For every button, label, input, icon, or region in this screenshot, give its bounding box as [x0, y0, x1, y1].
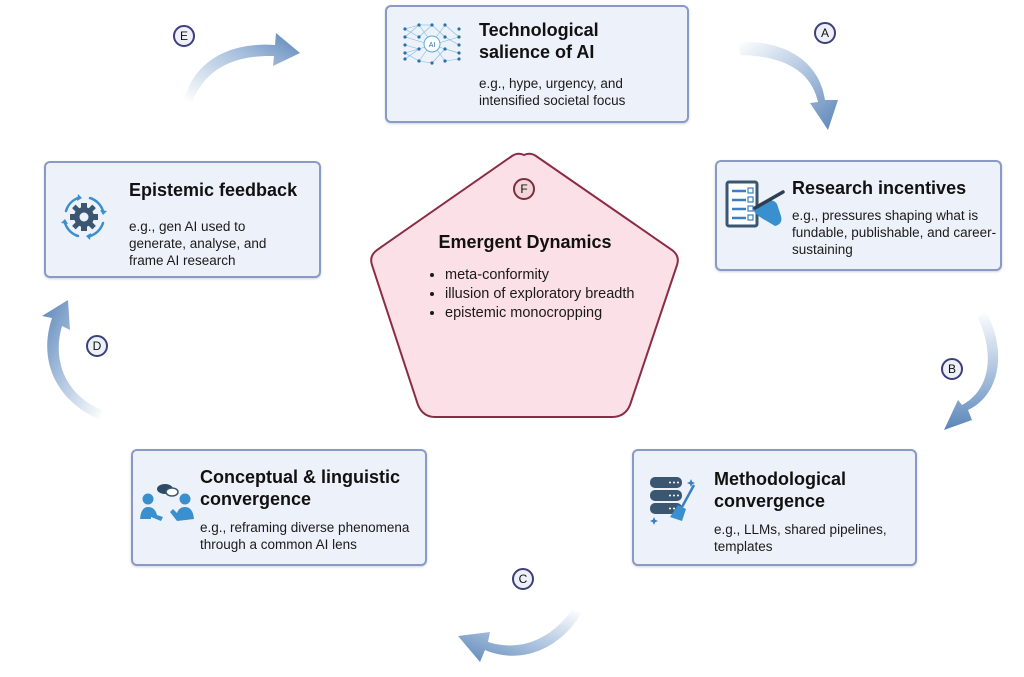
node-description: e.g., reframing diverse phenomena throug…: [200, 519, 409, 553]
desc-line: e.g., gen AI used to: [129, 219, 246, 234]
emergent-dynamics-title: Emergent Dynamics: [438, 232, 612, 252]
badge-a: A: [814, 22, 836, 44]
desc-line: fundable, publishable, and career-: [792, 225, 997, 240]
desc-line: generate, analyse, and: [129, 236, 267, 251]
arrow-d: [42, 300, 102, 420]
title-line: salience of AI: [479, 42, 595, 62]
badge-e: E: [173, 25, 195, 47]
badge-f: F: [513, 178, 535, 200]
list-item: epistemic monocropping: [445, 304, 655, 322]
desc-line: e.g., pressures shaping what is: [792, 208, 979, 223]
badge-f-label: F: [520, 182, 528, 196]
title-line: Methodological: [714, 469, 846, 489]
badge-b-label: B: [947, 362, 956, 376]
desc-line: through a common AI lens: [200, 537, 357, 552]
title-line: convergence: [200, 489, 312, 509]
arrow-b: [944, 310, 999, 430]
arrow-a: [738, 41, 838, 130]
node-title: Epistemic feedback: [129, 180, 298, 200]
node-title: Technological salience of AI: [479, 19, 599, 63]
node-description: e.g., hype, urgency, and intensified soc…: [479, 75, 625, 109]
database-broom-icon: [650, 477, 696, 525]
desc-line: templates: [714, 539, 773, 554]
node-technological-salience: AI Technological salience of AI e.g., hy…: [385, 5, 689, 123]
node-epistemic-feedback: Epistemic feedback e.g., gen AI used to …: [44, 161, 321, 278]
node-methodological-convergence: Methodological convergence e.g., LLMs, s…: [632, 449, 917, 566]
desc-line: e.g., hype, urgency, and: [479, 76, 623, 91]
arrow-c: [458, 610, 582, 662]
node-description: e.g., LLMs, shared pipelines, templates: [714, 521, 887, 555]
desc-line: sustaining: [792, 242, 853, 257]
node-title: Research incentives: [792, 178, 967, 198]
desc-line: frame AI research: [129, 253, 236, 268]
arrow-e: [184, 33, 300, 102]
badge-c: C: [512, 568, 534, 590]
badge-d: D: [86, 335, 108, 357]
title-line: Technological: [479, 20, 599, 40]
node-title: Methodological convergence: [714, 468, 846, 512]
conversation-people-icon: [140, 484, 194, 521]
node-conceptual-linguistic-convergence: Conceptual & linguistic convergence e.g.…: [131, 449, 427, 566]
badge-d-label: D: [92, 339, 102, 353]
neural-network-ai-icon: AI: [403, 23, 461, 65]
desc-line: e.g., reframing diverse phenomena: [200, 520, 410, 535]
gear-cycle-icon: [61, 194, 107, 240]
ai-chip-label: AI: [429, 42, 436, 49]
list-item: meta-conformity: [445, 266, 655, 284]
desc-line: e.g., LLMs, shared pipelines,: [714, 522, 887, 537]
desc-line: intensified societal focus: [479, 93, 626, 108]
badge-a-label: A: [820, 26, 829, 40]
node-research-incentives: Research incentives e.g., pressures shap…: [715, 160, 1002, 271]
checklist-hand-icon: [725, 180, 785, 228]
badge-c-label: C: [518, 572, 528, 586]
emergent-dynamics-list: meta-conformity illusion of exploratory …: [427, 266, 655, 323]
title-line: convergence: [714, 491, 826, 511]
node-title: Conceptual & linguistic convergence: [200, 466, 400, 510]
title-line: Conceptual & linguistic: [200, 467, 401, 487]
list-item: illusion of exploratory breadth: [445, 285, 655, 303]
badge-b: B: [941, 358, 963, 380]
node-description: e.g., pressures shaping what is fundable…: [792, 207, 996, 258]
badge-e-label: E: [179, 29, 188, 43]
node-description: e.g., gen AI used to generate, analyse, …: [129, 218, 266, 269]
